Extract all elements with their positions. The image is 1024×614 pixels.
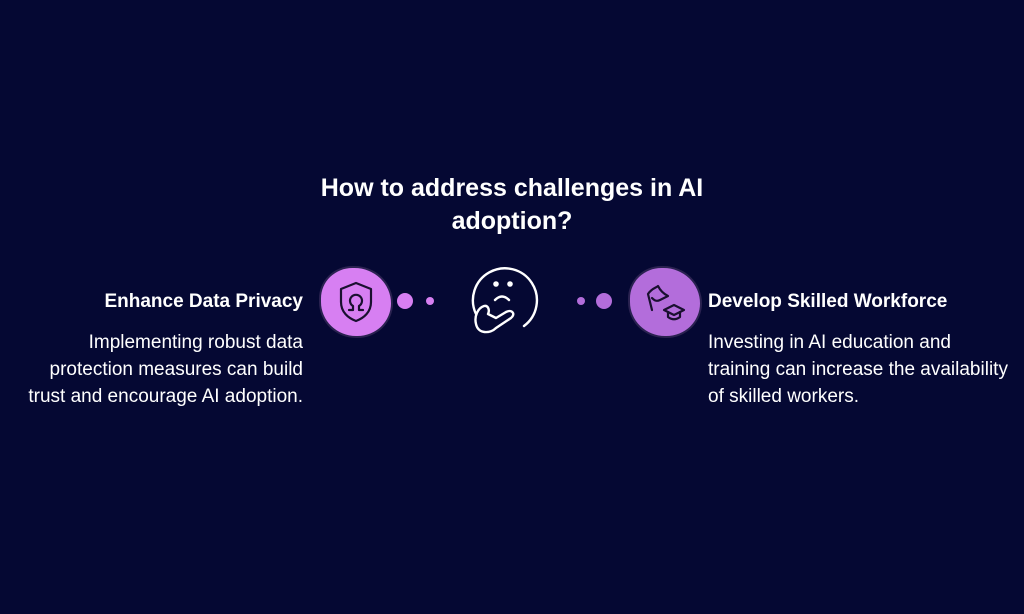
diagram-title: How to address challenges in AI adoption… bbox=[320, 174, 704, 235]
left-description: Implementing robust data protection meas… bbox=[28, 332, 303, 407]
right-description: Investing in AI education and training c… bbox=[708, 332, 1008, 407]
right-heading: Develop Skilled Workforce bbox=[708, 291, 948, 312]
education-icon bbox=[628, 266, 702, 338]
connector-dot bbox=[397, 293, 413, 309]
connector-dot bbox=[577, 297, 585, 305]
shield-privacy-icon bbox=[319, 266, 393, 338]
left-heading: Enhance Data Privacy bbox=[104, 291, 303, 312]
thinking-face-icon bbox=[466, 262, 542, 342]
connector-dot bbox=[426, 297, 434, 305]
connector-dot bbox=[596, 293, 612, 309]
